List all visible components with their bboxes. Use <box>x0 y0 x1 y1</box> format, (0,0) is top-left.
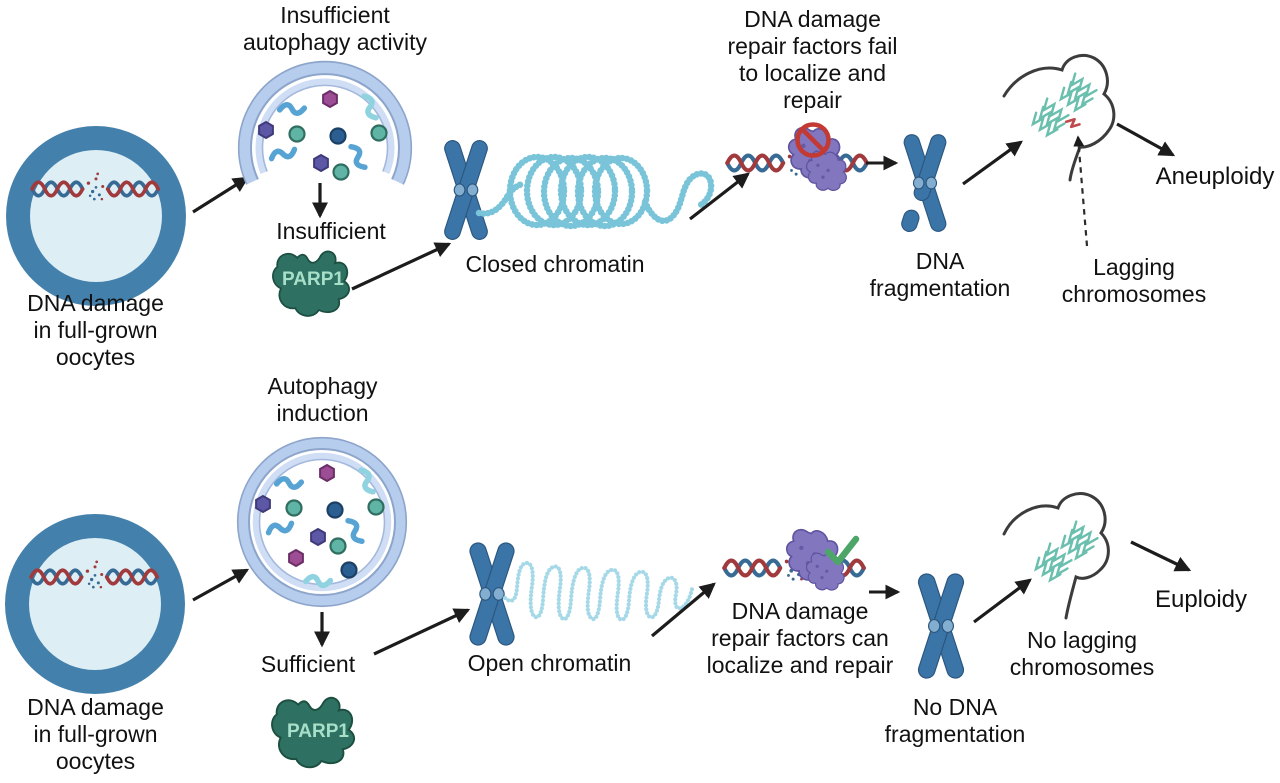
chromosome-closed <box>442 138 490 242</box>
arrow-oocyte-to-autophagosome-icon <box>192 568 250 602</box>
label-oocyte-bottom: DNA damage in full-grown oocytes <box>27 694 164 774</box>
repair-site-success <box>724 528 864 591</box>
autophagosome-membrane <box>236 436 408 608</box>
lagging-pointer-dashed <box>1073 135 1089 247</box>
label-lagging-chromosomes: Lagging chromosomes <box>1061 254 1207 307</box>
chromosome-open <box>467 540 517 648</box>
arrow-chromatin-to-repairsite-icon <box>689 172 750 221</box>
oocyte-bottom <box>5 514 185 694</box>
label-parp1-top: PARP1 <box>282 269 344 290</box>
label-no-lagging-chromosomes: No lagging chromosomes <box>1009 627 1155 680</box>
label-open-chromatin: Open chromatin <box>467 650 632 676</box>
repair-site-fail <box>727 125 867 191</box>
arrow-nofragmentation-to-spindle-icon <box>973 578 1032 624</box>
label-repair-can: DNA damage repair factors can localize a… <box>706 598 894 678</box>
label-parp1-status-bottom: Sufficient <box>260 651 356 677</box>
label-closed-chromatin: Closed chromatin <box>465 251 645 277</box>
lagging-chromosome <box>1065 117 1081 129</box>
label-no-dna-fragmentation: No DNA fragmentation <box>884 694 1026 747</box>
label-aneuploidy: Aneuploidy <box>1155 163 1275 190</box>
oocyte-top <box>6 126 186 306</box>
closed-chromatin-coil <box>475 153 715 230</box>
label-euploidy: Euploidy <box>1154 586 1248 613</box>
chromosome-cluster <box>1028 72 1100 141</box>
label-oocyte-top: DNA damage in full-grown oocytes <box>27 290 164 370</box>
label-parp1-bottom: PARP1 <box>287 721 349 742</box>
arrow-spindle-to-euploidy-icon <box>1130 540 1192 572</box>
label-autophagy-induction: Autophagy induction <box>267 373 378 426</box>
arrow-fragmentation-to-spindle-icon <box>962 140 1023 186</box>
arrow-parp1-to-chromatin-icon <box>351 242 452 291</box>
arrow-oocyte-to-phagophore-icon <box>192 176 250 214</box>
chromosome-fragmented <box>899 131 949 235</box>
open-chromatin-wave <box>502 560 695 622</box>
dividing-cell-bottom <box>1002 492 1110 620</box>
phagophore <box>237 60 413 185</box>
dividing-cell-top <box>1002 54 1116 182</box>
autophagosome <box>236 436 408 608</box>
chromosome-cluster <box>1031 520 1101 586</box>
label-insufficient-autophagy: Insufficient autophagy activity <box>242 2 428 55</box>
label-repair-fail: DNA damage repair factors fail to locali… <box>727 6 898 113</box>
label-dna-fragmentation: DNA fragmentation <box>869 248 1011 301</box>
label-parp1-status-top: Insufficient <box>276 218 386 244</box>
arrow-parp1-to-openchromatin-icon <box>373 608 471 656</box>
chromosome-intact <box>915 571 967 681</box>
arrow-spindle-to-aneuploidy-icon <box>1116 122 1176 157</box>
arrow-openchromatin-to-repairsite-icon <box>650 582 716 638</box>
